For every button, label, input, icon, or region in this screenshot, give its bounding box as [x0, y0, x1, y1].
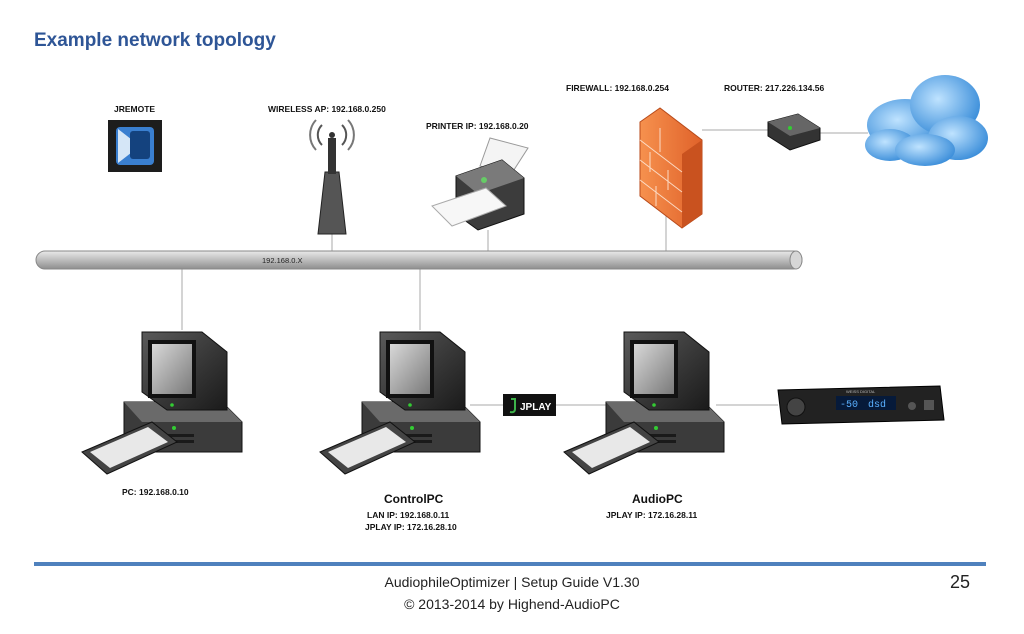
footer-divider	[34, 562, 986, 566]
dac-brand: WEISS DIGITAL	[846, 389, 876, 394]
jremote-label: JREMOTE	[114, 104, 156, 114]
printer-label: PRINTER IP: 192.168.0.20	[426, 121, 529, 131]
audiopc-computer-icon	[563, 331, 725, 475]
page-title: Example network topology	[34, 30, 276, 51]
audiopc-name: AudioPC	[632, 492, 683, 506]
jremote-icon	[108, 120, 162, 172]
dac-display-left: -50	[840, 400, 858, 411]
audiopc-jplay-ip: JPLAY IP: 172.16.28.11	[606, 510, 698, 520]
pc-computer-icon	[81, 331, 243, 475]
firewall-label: FIREWALL: 192.168.0.254	[566, 83, 669, 93]
controlpc-jplay-ip: JPLAY IP: 172.16.28.10	[365, 522, 457, 532]
controlpc-computer-icon	[319, 331, 481, 475]
wireless-ap-label: WIRELESS AP: 192.168.0.250	[268, 104, 386, 114]
printer-icon	[431, 137, 529, 231]
internet-cloud-icon	[865, 75, 988, 166]
network-diagram: JPLAY -50 dsd WEISS DIGITAL 192.168.0.X	[35, 75, 988, 475]
controlpc-lan-ip: LAN IP: 192.168.0.11	[367, 510, 450, 520]
jplay-box-label: JPLAY	[520, 402, 552, 413]
jplay-logo: JPLAY	[503, 394, 556, 416]
wireless-ap-icon	[309, 119, 355, 235]
bus-label: 192.168.0.X	[262, 256, 302, 265]
connection-lines	[181, 129, 868, 406]
page-number: 25	[950, 572, 971, 592]
router-label: ROUTER: 217.226.134.56	[724, 83, 825, 93]
router-icon	[767, 113, 821, 151]
network-bus	[35, 250, 803, 270]
dac-device-icon: -50 dsd WEISS DIGITAL	[777, 385, 945, 425]
footer-copyright: © 2013-2014 by Highend-AudioPC	[404, 596, 620, 612]
footer-guide-title: AudiophileOptimizer | Setup Guide V1.30	[384, 574, 640, 590]
pc-label: PC: 192.168.0.10	[122, 487, 189, 497]
controlpc-name: ControlPC	[384, 492, 444, 506]
firewall-icon	[639, 107, 703, 229]
dac-display-right: dsd	[868, 399, 886, 411]
